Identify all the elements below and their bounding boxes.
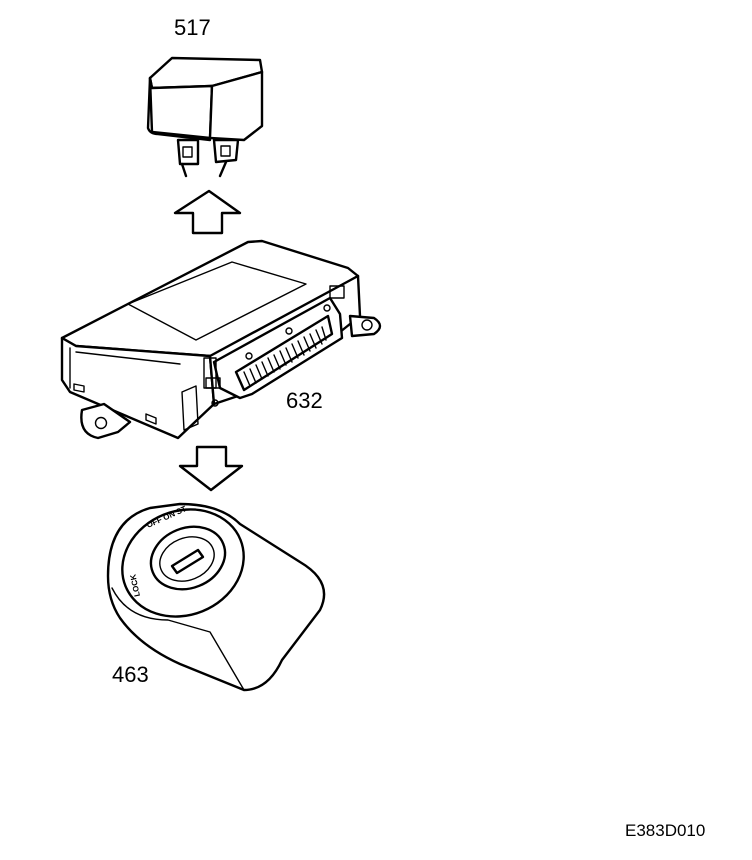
label-463: 463 bbox=[112, 662, 149, 687]
figure-code: E383D010 bbox=[625, 821, 705, 840]
label-517: 517 bbox=[174, 15, 211, 40]
relay-517 bbox=[146, 56, 264, 178]
label-632: 632 bbox=[286, 388, 323, 413]
ignition-switch-463: OFF ON ST LOCK bbox=[106, 502, 326, 692]
control-module-632 bbox=[60, 239, 382, 440]
key-slot-icon bbox=[170, 548, 205, 575]
arrow-up-icon bbox=[173, 189, 242, 235]
arrow-down-icon bbox=[178, 445, 244, 492]
